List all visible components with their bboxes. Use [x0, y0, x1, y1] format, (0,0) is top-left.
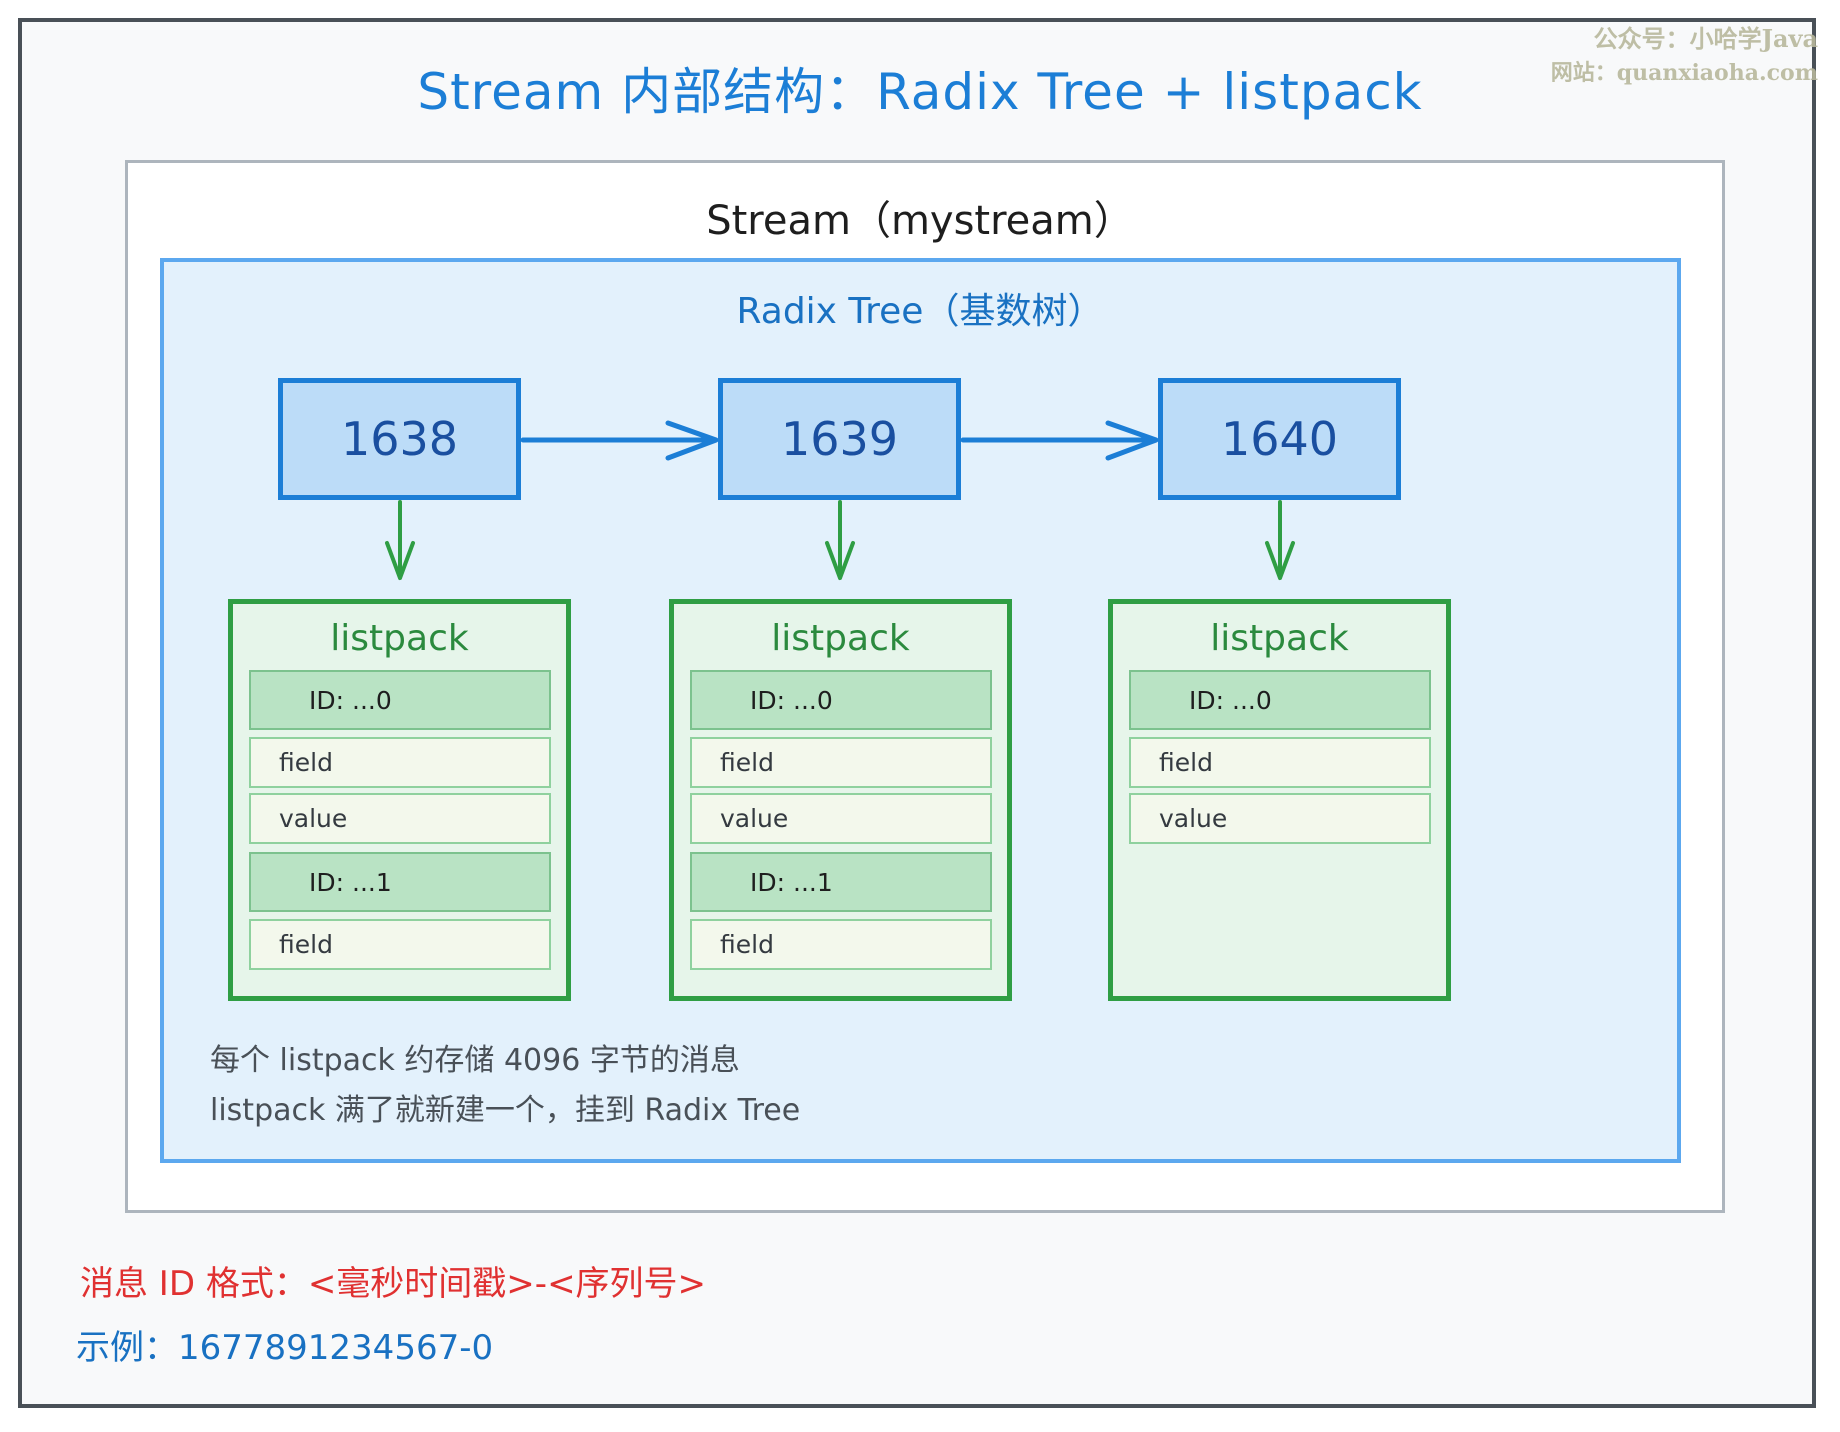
listpack-entry-field: field — [249, 737, 551, 788]
listpack-entry-id: ID: ...0 — [249, 670, 551, 730]
listpack-title: listpack — [771, 618, 910, 659]
radix-node-key: 1639 — [780, 412, 899, 466]
listpack-entry-id: ID: ...1 — [690, 852, 992, 912]
radix-node-1639: 1639 — [718, 378, 961, 500]
listpack-title: listpack — [330, 618, 469, 659]
listpack-notes: 每个 listpack 约存储 4096 字节的消息 listpack 满了就新… — [210, 1036, 800, 1136]
radix-node-1638: 1638 — [278, 378, 521, 500]
listpack-entry-field: field — [1129, 737, 1431, 788]
listpack-1: listpack ID: ...0 field value ID: ...1 f… — [228, 599, 571, 1001]
listpack-2: listpack ID: ...0 field value ID: ...1 f… — [669, 599, 1012, 1001]
watermark: 公众号：小哈学Java 网站：quanxiaoha.com — [1551, 22, 1818, 90]
note-line-1: 每个 listpack 约存储 4096 字节的消息 — [210, 1043, 740, 1078]
radix-node-key: 1638 — [340, 412, 459, 466]
diagram-title: Stream 内部结构：Radix Tree + listpack — [417, 63, 1423, 121]
listpack-entry-id: ID: ...1 — [249, 852, 551, 912]
listpack-entry-id: ID: ...0 — [1129, 670, 1431, 730]
watermark-line-2: 网站：quanxiaoha.com — [1550, 60, 1818, 86]
id-format-text: 消息 ID 格式：<毫秒时间戳>-<序列号> — [80, 1264, 707, 1304]
listpack-entry-id: ID: ...0 — [690, 670, 992, 730]
watermark-line-1: 公众号：小哈学Java — [1593, 24, 1818, 53]
stream-label: Stream（mystream） — [706, 198, 1134, 244]
id-example-text: 示例：1677891234567-0 — [76, 1328, 494, 1368]
listpack-entry-field: field — [690, 737, 992, 788]
listpack-entry-value: value — [1129, 793, 1431, 844]
listpack-title: listpack — [1210, 618, 1349, 659]
listpack-entry-field: field — [249, 919, 551, 970]
note-line-2: listpack 满了就新建一个，挂到 Radix Tree — [210, 1093, 801, 1128]
listpack-3: listpack ID: ...0 field value — [1108, 599, 1451, 1001]
listpack-entry-value: value — [690, 793, 992, 844]
listpack-entry-value: value — [249, 793, 551, 844]
listpack-entry-field: field — [690, 919, 992, 970]
radix-tree-label: Radix Tree（基数树） — [736, 291, 1104, 332]
radix-node-key: 1640 — [1220, 412, 1339, 466]
radix-node-1640: 1640 — [1158, 378, 1401, 500]
